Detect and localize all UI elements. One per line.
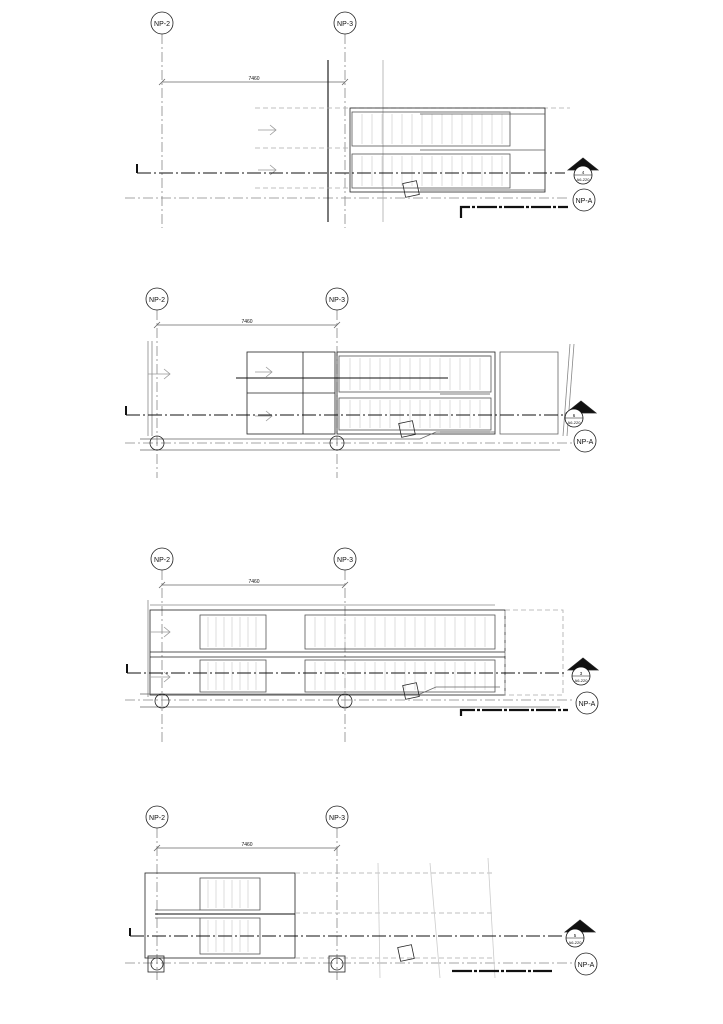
column-marker	[402, 180, 420, 198]
grid-label-top-right: NP-3	[329, 297, 345, 304]
escalator-upper	[199, 877, 261, 911]
escalator-plan-3: NP-2 NP-3 NP-A 7460 3 A6-220	[125, 547, 600, 742]
grid-bubble-np3	[333, 547, 357, 571]
column-circle	[154, 693, 170, 709]
column-circle	[149, 435, 165, 451]
grid-bubble-npa	[572, 188, 596, 212]
column-circle	[329, 435, 345, 451]
grid-bubble-npa	[573, 429, 597, 453]
escalator-opening	[144, 872, 296, 959]
column-marker	[397, 944, 415, 962]
escalator-upper	[351, 111, 511, 147]
grid-bubble-np3	[325, 805, 349, 829]
grid-label-top-right: NP-3	[329, 815, 345, 822]
direction-arrow-icon	[148, 368, 171, 380]
escalator-lower	[338, 397, 492, 431]
grid-label-top-left: NP-2	[149, 815, 165, 822]
escalator-right-lower	[304, 659, 496, 693]
grid-bubble-np2	[150, 11, 174, 35]
grid-bubble-np2	[145, 287, 169, 311]
grid-label-top-left: NP-2	[154, 21, 170, 28]
section-sheet: A6-220	[575, 678, 589, 683]
column-base	[328, 955, 346, 973]
grid-label-row: NP-A	[578, 962, 595, 969]
section-sheet: A6-220	[577, 177, 591, 182]
column-circle	[150, 957, 164, 971]
column-base	[147, 955, 165, 973]
escalator-plan-4: NP-2 NP-3 NP-A 7460 5 A6-220	[125, 805, 598, 980]
column-marker	[398, 420, 416, 438]
dimension-label: 7460	[241, 319, 252, 325]
escalator-opening	[336, 351, 496, 435]
grid-bubble-npa	[574, 952, 598, 976]
grid-label-row: NP-A	[577, 439, 594, 446]
section-number: 5	[574, 933, 577, 938]
section-sheet: A6-220	[569, 940, 583, 945]
escalator-lower	[351, 153, 511, 189]
grid-bubble-np3	[325, 287, 349, 311]
column-circle	[337, 693, 353, 709]
section-number: 6	[573, 413, 576, 418]
grid-label-top-left: NP-2	[149, 297, 165, 304]
escalator-plan-1: NP-2 NP-3 NP-A 7460 4 A6-220	[125, 11, 600, 228]
grid-bubble-np3	[333, 11, 357, 35]
dimension-label: 7460	[248, 76, 259, 82]
grid-bubble-npa	[575, 691, 599, 715]
grid-bubble-np2	[150, 547, 174, 571]
dimension-label: 7460	[241, 842, 252, 848]
escalator-right-upper	[304, 614, 496, 650]
column-circle	[330, 957, 344, 971]
escalator-left-upper	[199, 614, 267, 650]
grid-label-row: NP-A	[576, 198, 593, 205]
grid-bubble-np2	[145, 805, 169, 829]
escalator-left-lower	[199, 659, 267, 693]
section-number: 4	[582, 170, 585, 175]
column-marker	[402, 682, 420, 700]
section-sheet: A6-220	[568, 420, 582, 425]
escalator-upper	[338, 355, 492, 393]
grid-label-top-left: NP-2	[154, 557, 170, 564]
dimension-label: 7460	[248, 579, 259, 585]
escalator-opening	[149, 609, 506, 696]
grid-label-top-right: NP-3	[337, 21, 353, 28]
direction-arrow-icon	[150, 626, 171, 638]
escalator-plan-2: NP-2 NP-3 NP-A 7460 6 A6-220	[125, 287, 598, 478]
grid-label-top-right: NP-3	[337, 557, 353, 564]
direction-arrow-icon	[258, 124, 277, 136]
grid-label-row: NP-A	[579, 701, 596, 708]
section-number: 3	[580, 671, 583, 676]
